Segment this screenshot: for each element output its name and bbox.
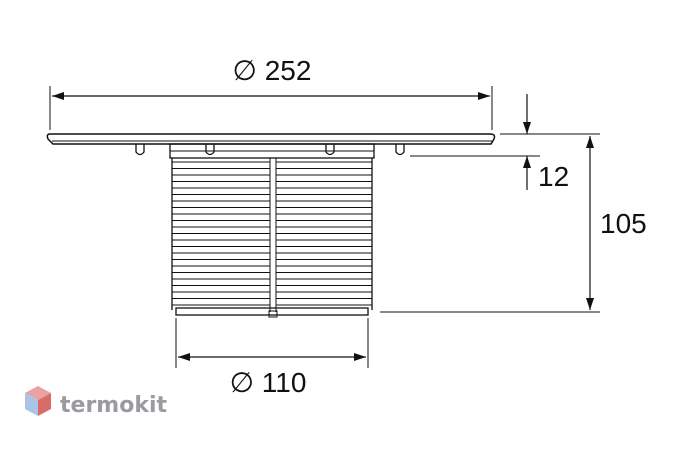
body-collar — [169, 143, 375, 159]
total-height-label: 105 — [600, 208, 647, 239]
flange-thickness-label: 12 — [538, 161, 569, 192]
dimension-top-diameter: ∅ 252 — [49, 55, 493, 130]
brand-hexagon-icon — [25, 386, 51, 416]
flange-plate — [46, 133, 496, 145]
top-diameter-label: ∅ 252 — [233, 55, 312, 86]
flange-clips — [135, 144, 405, 156]
brand-name: termokit — [60, 393, 167, 418]
dimension-total-height: 105 — [380, 136, 647, 313]
bottom-diameter-label: ∅ 110 — [230, 367, 307, 398]
dimension-bottom-diameter: ∅ 110 — [175, 318, 369, 398]
ribbed-body — [171, 158, 373, 312]
body-bottom-ring — [175, 307, 369, 318]
brand-logo: termokit — [25, 386, 167, 418]
dimension-flange-thickness: 12 — [410, 94, 600, 192]
